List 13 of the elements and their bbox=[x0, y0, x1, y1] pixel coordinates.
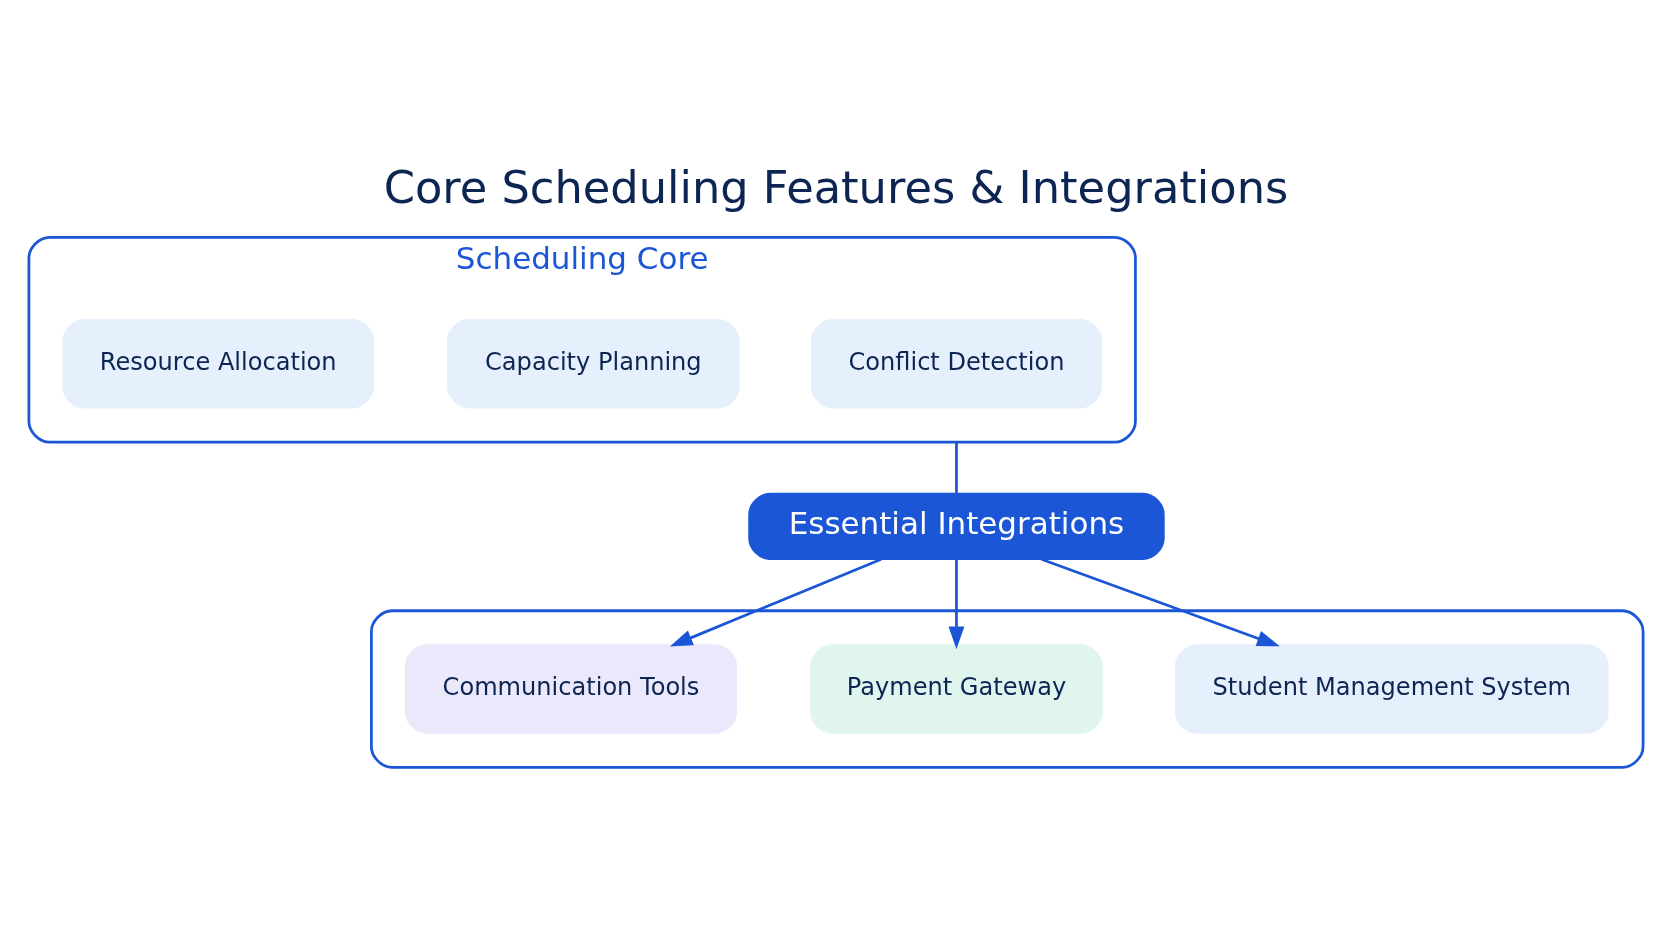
cluster bbox=[370, 609, 1645, 769]
node-box: Essential Integrations bbox=[748, 492, 1165, 560]
arrow bbox=[669, 557, 882, 647]
arrow bbox=[1040, 557, 1280, 647]
connector bbox=[955, 442, 958, 494]
arrow bbox=[948, 559, 965, 650]
node-box: Conflict Detection bbox=[811, 319, 1102, 409]
node-box: Communication Tools bbox=[404, 644, 738, 734]
node-box: Payment Gateway bbox=[810, 644, 1103, 734]
node-box: Resource Allocation bbox=[62, 319, 374, 409]
node-box: Capacity Planning bbox=[447, 319, 740, 409]
node-box: Student Management System bbox=[1175, 644, 1609, 734]
diagram-title: Core Scheduling Features & Integrations bbox=[383, 160, 1289, 214]
